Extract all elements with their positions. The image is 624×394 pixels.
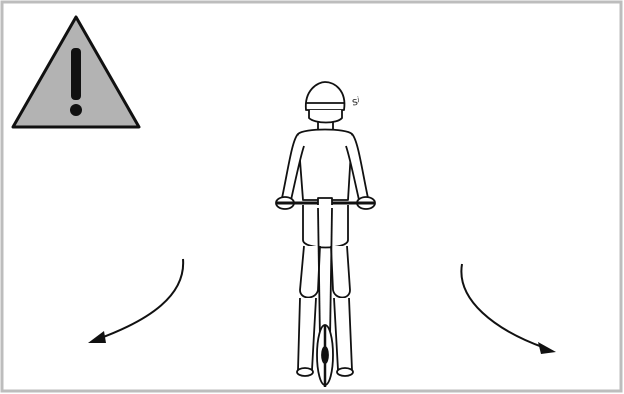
exclamation-dot (70, 104, 82, 116)
left-foot (296, 367, 314, 377)
annotation-glyph: sʲ (350, 94, 361, 109)
cyclist-figure (275, 81, 376, 387)
right-leg (330, 245, 351, 299)
left-shin (297, 297, 317, 371)
helmet (305, 81, 346, 124)
turn-left-arrow-icon (88, 258, 185, 343)
torso (297, 128, 353, 201)
hips (302, 205, 349, 249)
warning-triangle-icon (11, 15, 141, 129)
turn-right-arrow-icon (460, 263, 556, 354)
right-foot (336, 367, 354, 377)
left-leg (299, 245, 321, 299)
right-shin (333, 297, 353, 371)
exclamation-bar (71, 48, 81, 100)
